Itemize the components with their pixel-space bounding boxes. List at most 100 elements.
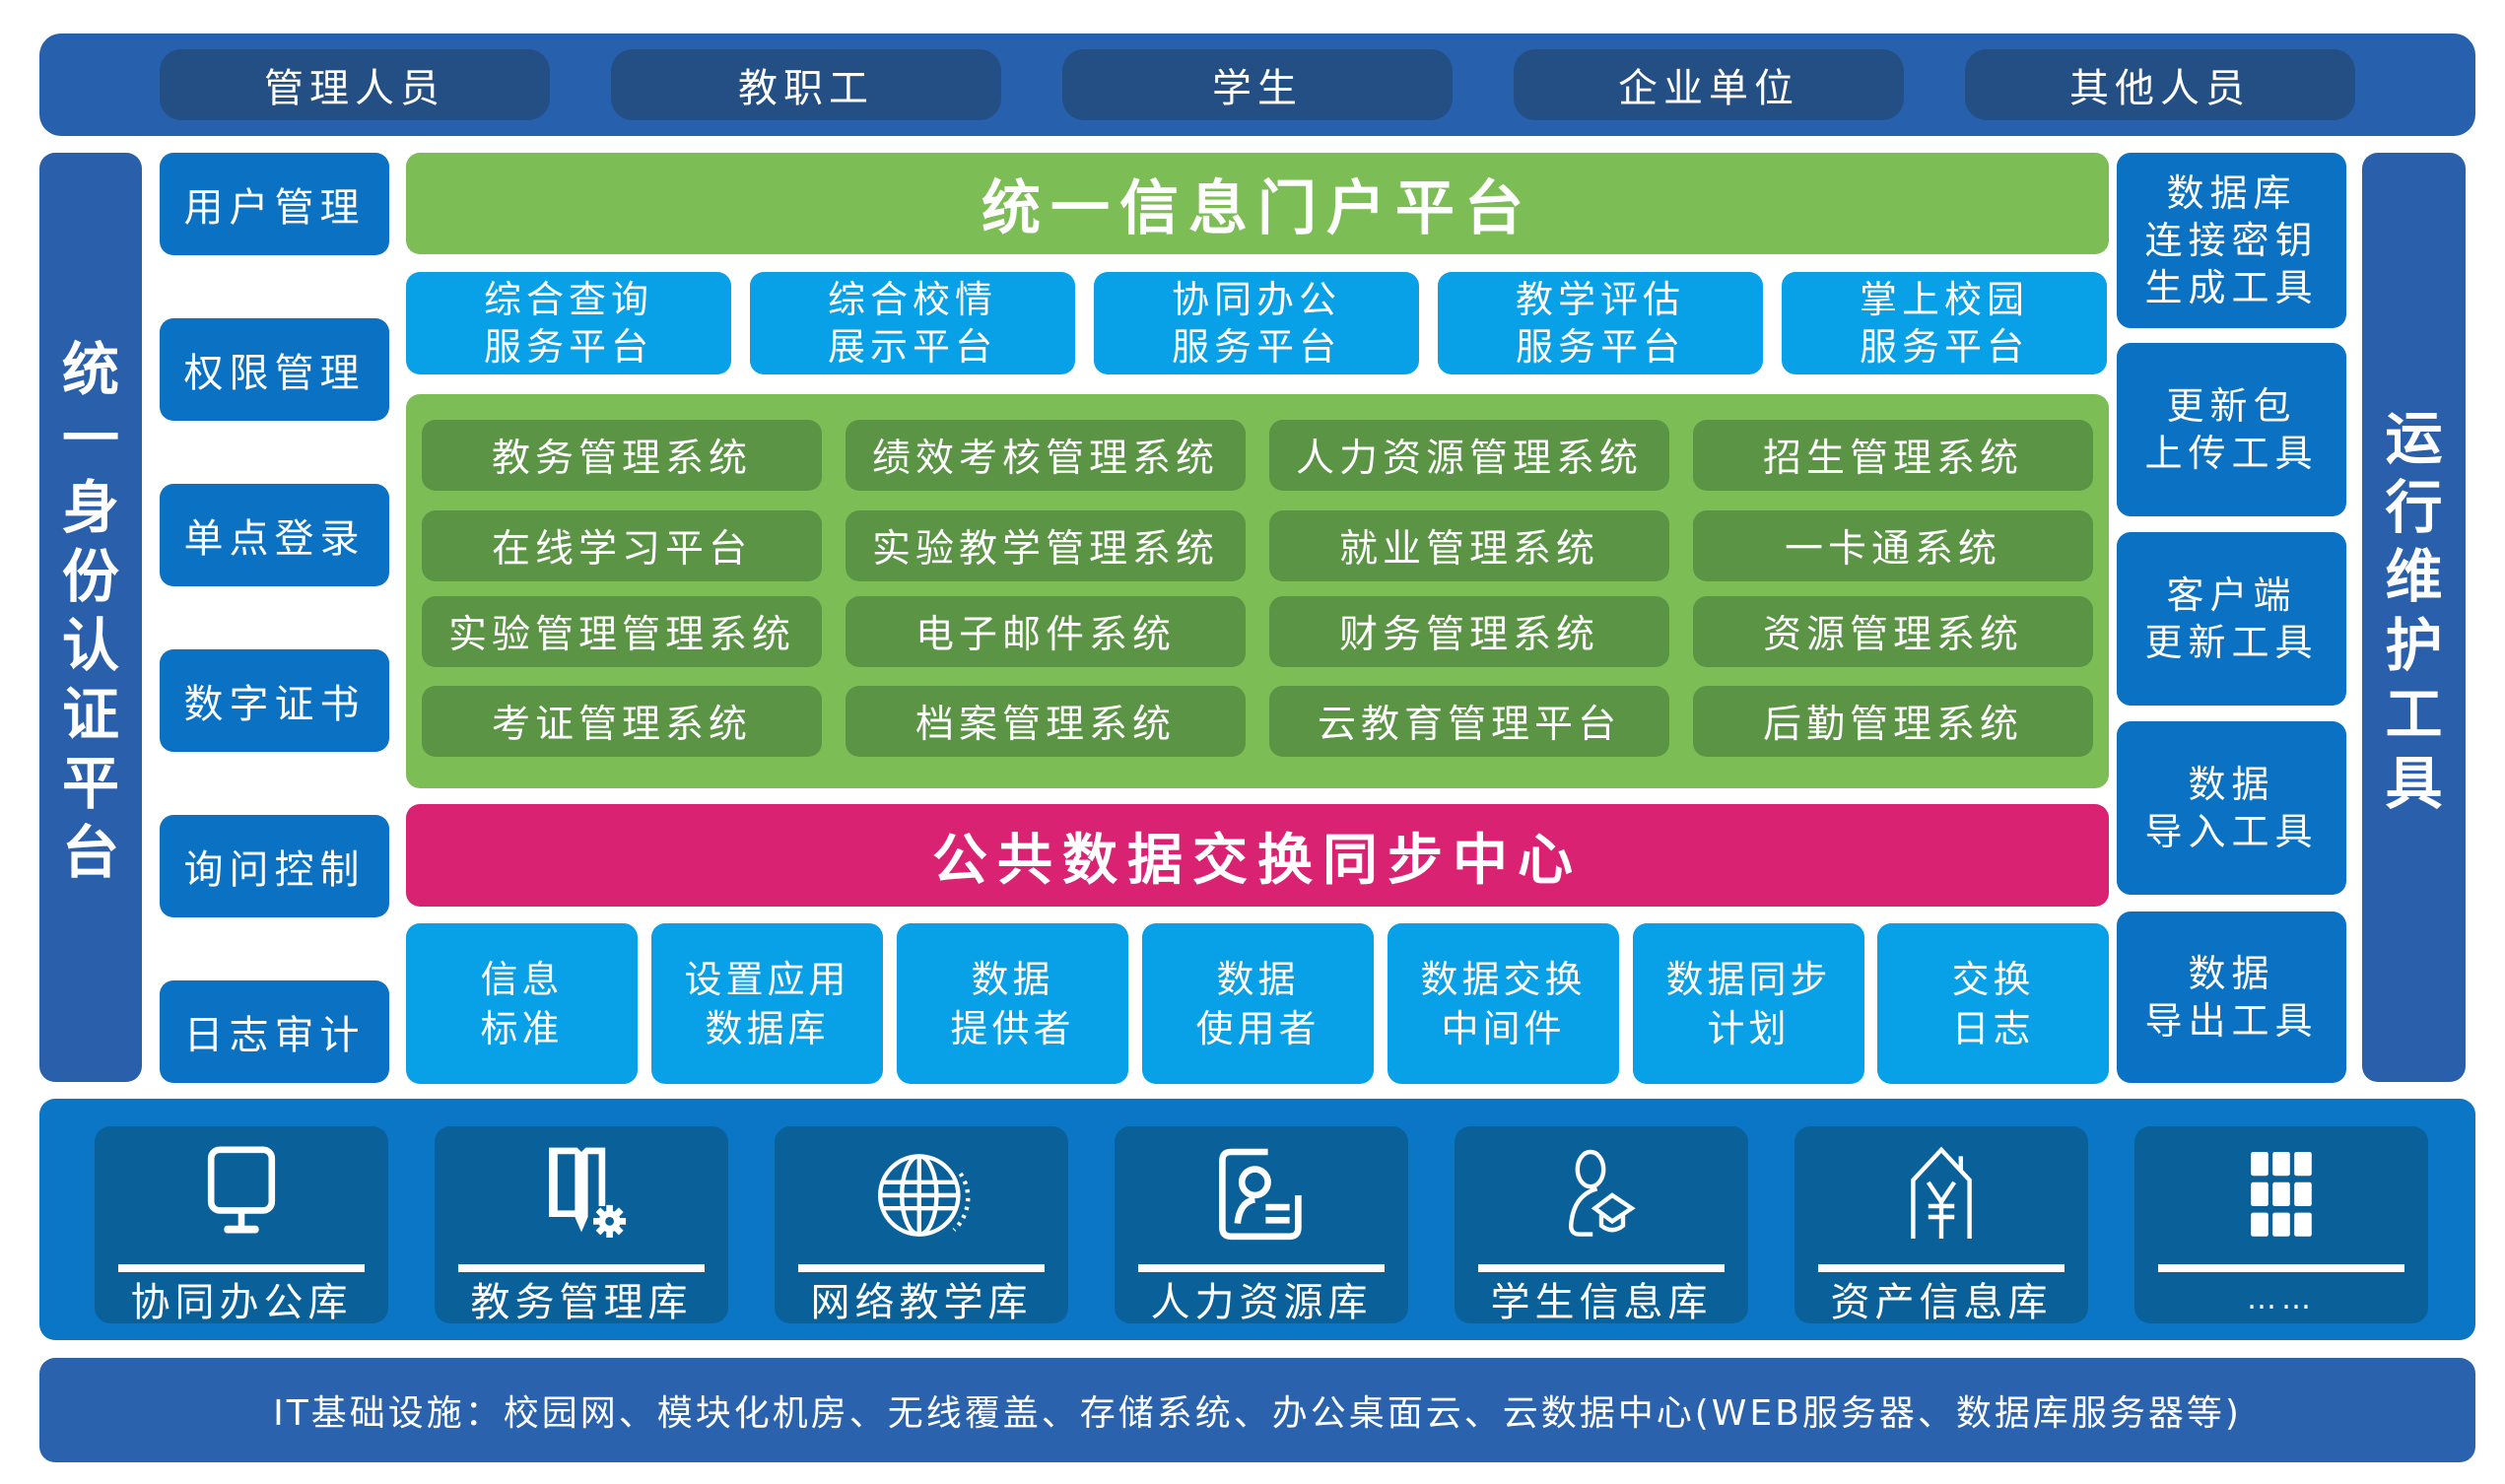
- title-char: 维: [2385, 543, 2443, 610]
- db-tile-office[interactable]: 协同办公库: [95, 1126, 388, 1325]
- service-label-line: 服务平台: [1515, 325, 1685, 369]
- exchange-label: 信息标准: [480, 955, 563, 1053]
- title-char: 行: [2385, 474, 2443, 541]
- exchange-item-data-consumer[interactable]: 数据使用者: [1142, 923, 1374, 1084]
- system-item[interactable]: 实验管理管理系统: [422, 596, 822, 667]
- tool-label-line: 导入工具: [2144, 810, 2319, 853]
- exchange-item-exchange-log[interactable]: 交换日志: [1877, 923, 2109, 1084]
- service-label: 教学评估服务平台: [1516, 276, 1685, 371]
- db-tile-student[interactable]: 学生信息库: [1455, 1126, 1748, 1325]
- exchange-label-line: 数据同步: [1665, 957, 1832, 1001]
- system-item[interactable]: 云教育管理平台: [1269, 686, 1669, 757]
- system-item[interactable]: 资源管理系统: [1693, 596, 2093, 667]
- divider: [458, 1264, 705, 1272]
- db-label: 网络教学库: [810, 1280, 1033, 1325]
- exchange-item-data-provider[interactable]: 数据提供者: [897, 923, 1128, 1084]
- identity-platform-bar: 统 一 身 份 认 证 平 台: [39, 153, 142, 1082]
- system-item[interactable]: 实验教学管理系统: [846, 510, 1246, 581]
- identity-item-digital-certificate[interactable]: 数字证书: [160, 649, 389, 752]
- system-item[interactable]: 考证管理系统: [422, 686, 822, 757]
- system-item[interactable]: 就业管理系统: [1269, 510, 1669, 581]
- db-label: 教务管理库: [470, 1280, 693, 1325]
- identity-item-access-control[interactable]: 询问控制: [160, 815, 389, 917]
- portal-platform-header: 统一信息门户平台: [406, 153, 2109, 254]
- tool-label: 客户端 更新工具: [2144, 572, 2318, 666]
- system-item[interactable]: 电子邮件系统: [846, 596, 1246, 667]
- user-type-admin[interactable]: 管理人员: [160, 49, 550, 120]
- service-label-line: 服务平台: [1859, 325, 2029, 369]
- user-type-label: 教职工: [738, 66, 874, 111]
- divider: [1138, 1264, 1385, 1272]
- exchange-label-line: 日志: [1951, 1006, 2035, 1050]
- system-label: 资源管理系统: [1762, 613, 2023, 657]
- exchange-item-app-database[interactable]: 设置应用数据库: [651, 923, 883, 1084]
- user-type-enterprise[interactable]: 企业单位: [1514, 49, 1904, 120]
- user-type-staff[interactable]: 教职工: [611, 49, 1001, 120]
- system-label: 实验管理管理系统: [447, 613, 795, 657]
- tool-label-line: 导出工具: [2144, 999, 2319, 1043]
- tool-data-import[interactable]: 数据 导入工具: [2117, 721, 2346, 895]
- system-item[interactable]: 招生管理系统: [1693, 420, 2093, 491]
- system-item[interactable]: 教务管理系统: [422, 420, 822, 491]
- monitor-icon: [95, 1136, 388, 1254]
- identity-item-log-audit[interactable]: 日志审计: [160, 980, 389, 1083]
- exchange-label-line: 使用者: [1195, 1006, 1320, 1050]
- tool-db-key-generator[interactable]: 数据库 连接密钥 生成工具: [2117, 153, 2346, 328]
- service-label-line: 综合校情: [827, 278, 997, 321]
- db-tile-assets[interactable]: 资产信息库: [1794, 1126, 2088, 1325]
- db-tile-academic[interactable]: 教务管理库: [435, 1126, 728, 1325]
- db-label: 资产信息库: [1830, 1280, 2053, 1325]
- exchange-item-info-standard[interactable]: 信息标准: [406, 923, 638, 1084]
- portal-service-mobile-campus[interactable]: 掌上校园服务平台: [1782, 272, 2107, 374]
- system-label: 电子邮件系统: [914, 613, 1176, 657]
- system-item[interactable]: 一卡通系统: [1693, 510, 2093, 581]
- db-tile-hr[interactable]: 人力资源库: [1115, 1126, 1408, 1325]
- title-char: 平: [61, 750, 119, 817]
- tool-label: 数据库 连接密钥 生成工具: [2144, 169, 2318, 311]
- title-char: 一: [61, 405, 119, 472]
- system-item[interactable]: 财务管理系统: [1269, 596, 1669, 667]
- tool-client-update[interactable]: 客户端 更新工具: [2117, 532, 2346, 706]
- exchange-item-middleware[interactable]: 数据交换中间件: [1388, 923, 1619, 1084]
- exchange-label: 数据提供者: [950, 955, 1074, 1053]
- db-tile-online-teaching[interactable]: 网络教学库: [775, 1126, 1068, 1325]
- identity-item-permission-management[interactable]: 权限管理: [160, 318, 389, 421]
- tool-label-line: 连接密钥: [2144, 219, 2319, 262]
- exchange-label-line: 标准: [480, 1006, 564, 1050]
- identity-item-user-management[interactable]: 用户管理: [160, 153, 389, 255]
- house-yen-icon: [1794, 1136, 2088, 1254]
- infrastructure-text: IT基础设施：校园网、模块化机房、无线覆盖、存储系统、办公桌面云、云数据中心(W…: [273, 1393, 2242, 1434]
- user-type-label: 学生: [1212, 66, 1303, 111]
- portal-service-teaching-evaluation[interactable]: 教学评估服务平台: [1438, 272, 1763, 374]
- service-label: 掌上校园服务平台: [1860, 276, 2029, 371]
- title-char: 工: [2385, 681, 2443, 748]
- system-item[interactable]: 在线学习平台: [422, 510, 822, 581]
- portal-service-office[interactable]: 协同办公服务平台: [1094, 272, 1419, 374]
- system-label: 云教育管理平台: [1317, 703, 1621, 747]
- exchange-label: 数据使用者: [1195, 955, 1320, 1053]
- service-label-line: 服务平台: [483, 325, 653, 369]
- exchange-label-line: 设置应用: [684, 957, 850, 1001]
- portal-service-campus-display[interactable]: 综合校情展示平台: [750, 272, 1075, 374]
- tool-data-export[interactable]: 数据 导出工具: [2117, 911, 2346, 1083]
- system-item[interactable]: 绩效考核管理系统: [846, 420, 1246, 491]
- ops-tools-title: 运 行 维 护 工 具: [2362, 404, 2466, 818]
- user-type-other[interactable]: 其他人员: [1965, 49, 2355, 120]
- tool-update-upload[interactable]: 更新包 上传工具: [2117, 343, 2346, 516]
- identity-item-single-sign-on[interactable]: 单点登录: [160, 484, 389, 586]
- it-infrastructure-bar: IT基础设施：校园网、模块化机房、无线覆盖、存储系统、办公桌面云、云数据中心(W…: [39, 1358, 2475, 1462]
- tool-label: 数据 导出工具: [2144, 950, 2318, 1045]
- system-item[interactable]: 人力资源管理系统: [1269, 420, 1669, 491]
- system-label: 就业管理系统: [1338, 527, 1599, 572]
- system-item[interactable]: 档案管理系统: [846, 686, 1246, 757]
- portal-service-query[interactable]: 综合查询服务平台: [406, 272, 731, 374]
- user-type-student[interactable]: 学生: [1062, 49, 1453, 120]
- tool-label-line: 客户端: [2166, 573, 2297, 617]
- identity-item-label: 用户管理: [183, 185, 366, 231]
- db-tile-more[interactable]: ……: [2134, 1126, 2428, 1323]
- tool-label-line: 数据: [2188, 952, 2275, 995]
- exchange-label: 数据同步计划: [1665, 955, 1831, 1053]
- portal-title: 统一信息门户平台: [982, 174, 1533, 243]
- system-item[interactable]: 后勤管理系统: [1693, 686, 2093, 757]
- exchange-item-sync-plan[interactable]: 数据同步计划: [1633, 923, 1864, 1084]
